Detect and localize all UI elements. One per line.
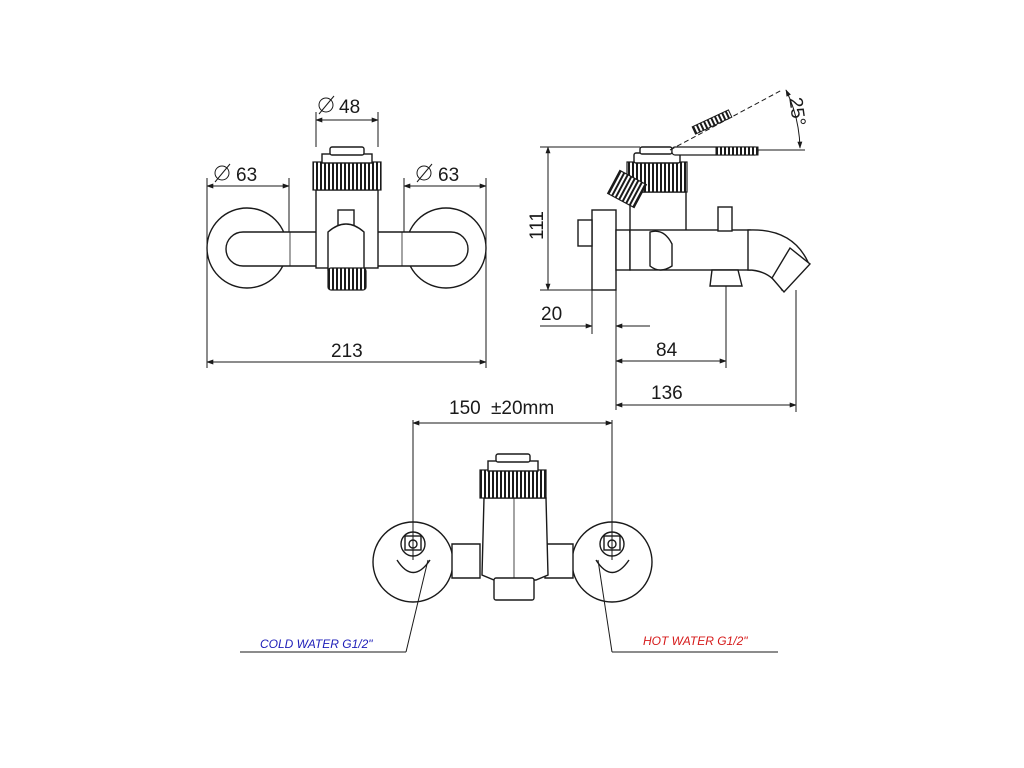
rear-knurled-ring xyxy=(479,469,547,499)
dim-angle-25: 25° xyxy=(784,96,809,127)
dim-spacing-150: 150 xyxy=(449,398,481,419)
side-cap xyxy=(639,146,673,155)
side-rotated-ring xyxy=(606,169,648,209)
front-aerator xyxy=(327,267,367,291)
dim-diameter-63-left: 63 xyxy=(236,165,257,186)
dim-diameter-63-right: 63 xyxy=(438,165,459,186)
side-diverter-knob xyxy=(717,206,733,232)
side-body xyxy=(629,229,751,271)
rear-view: 150 ±20mm COLD WATER G1/2" HOT WATER G1/… xyxy=(240,398,778,653)
dim-depth-20: 20 xyxy=(541,304,562,325)
dim-reach-136: 136 xyxy=(651,383,683,404)
rear-body xyxy=(481,497,549,581)
side-inlet-nut xyxy=(577,219,593,247)
label-hot-water: HOT WATER G1/2" xyxy=(643,634,748,648)
side-lever-open xyxy=(669,89,783,151)
rear-cap xyxy=(495,453,531,463)
front-view: 48 63 63 213 xyxy=(206,95,487,368)
dim-reach-84: 84 xyxy=(656,340,678,361)
side-spout-tip xyxy=(771,246,812,294)
dim-height-111: 111 xyxy=(527,211,548,240)
side-shower-outlet xyxy=(709,269,743,287)
front-knurled-ring xyxy=(312,161,382,191)
side-diverter-housing xyxy=(649,230,673,271)
rear-outlet xyxy=(493,577,535,601)
diameter-symbol-icon xyxy=(416,163,433,183)
diameter-symbol-icon xyxy=(214,163,231,183)
dim-diameter-48: 48 xyxy=(339,97,360,118)
dim-spacing-tolerance: ±20mm xyxy=(491,398,554,419)
diameter-symbol-icon xyxy=(318,95,335,115)
side-wall-flange xyxy=(591,209,617,291)
front-outlet xyxy=(327,223,365,271)
dim-width-213: 213 xyxy=(331,341,363,362)
label-cold-water: COLD WATER G1/2" xyxy=(260,637,373,651)
side-view: 25° 111 20 84 136 xyxy=(527,89,812,412)
front-cap xyxy=(329,146,365,156)
